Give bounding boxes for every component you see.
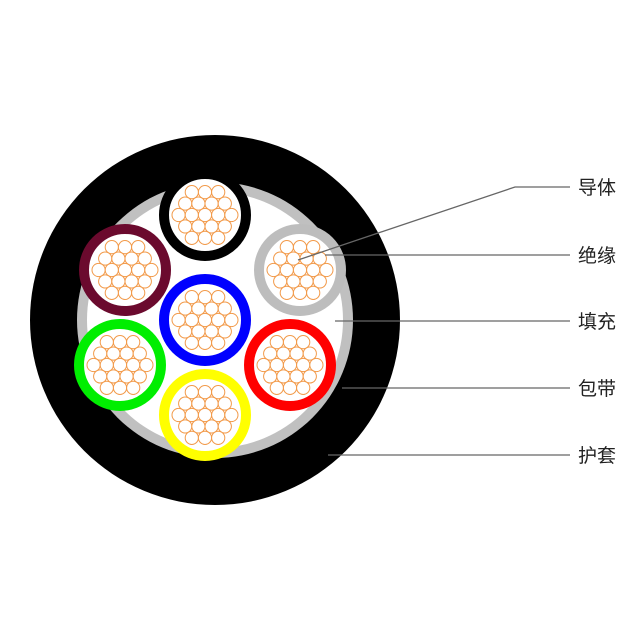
conductor-strand [211, 430, 226, 445]
conductor-strand [131, 285, 146, 300]
conductor-strand [211, 230, 226, 245]
conductor-strand [112, 380, 128, 395]
label-wrapping-tape: 包带 [578, 378, 617, 400]
conductor-strand [137, 274, 152, 289]
conductor-strand [139, 357, 154, 373]
conductor-strand [306, 240, 321, 255]
conductor-strand [99, 380, 114, 395]
conductor-strand [224, 407, 239, 423]
cores-group [74, 169, 346, 461]
label-conductor: 导体 [578, 177, 617, 199]
conductor-strand [269, 380, 284, 395]
conductor-strand [197, 430, 213, 445]
conductor-strand [312, 251, 327, 266]
conductor-strand [211, 335, 226, 350]
conductor-strand [217, 396, 232, 411]
conductor-strand [211, 385, 226, 400]
conductor-strand [282, 380, 298, 395]
core-maroon [79, 224, 171, 316]
conductor-strand [132, 369, 147, 384]
conductor-strand [279, 285, 294, 300]
conductor-strand [217, 301, 232, 316]
conductor-strand [296, 380, 311, 395]
leader-line-conductor [297, 186, 570, 261]
conductor-strand [224, 312, 239, 328]
conductor-strand [312, 274, 327, 289]
conductor-strand [217, 419, 232, 434]
conductor-strand [211, 185, 226, 200]
conductor-strand [144, 262, 159, 278]
core-red [244, 319, 336, 411]
conductor-strand [126, 380, 141, 395]
conductor-strand [302, 346, 317, 361]
core-gray [254, 224, 346, 316]
conductor-strand [184, 430, 199, 445]
conductor-strand [217, 324, 232, 339]
conductor-strand [319, 262, 334, 278]
conductor-strand [217, 219, 232, 234]
conductor-strand [224, 207, 239, 223]
conductor-strand [197, 230, 213, 245]
label-filler: 填充 [578, 311, 617, 333]
leader-lines [297, 186, 570, 456]
conductor-strand [292, 285, 308, 300]
conductor-strand [306, 285, 321, 300]
conductor-strand [197, 335, 213, 350]
conductor-strand [117, 285, 133, 300]
conductor-strand [184, 335, 199, 350]
label-insulation: 绝缘 [578, 245, 617, 267]
core-black [159, 169, 251, 261]
conductor-strand [217, 196, 232, 211]
conductor-strand [211, 290, 226, 305]
conductor-strand [126, 335, 141, 350]
conductor-strand [104, 285, 119, 300]
conductor-strand [296, 335, 311, 350]
conductor-strand [137, 251, 152, 266]
core-green [74, 319, 166, 411]
conductor-strand [132, 346, 147, 361]
conductor-strand [302, 369, 317, 384]
label-sheath: 护套 [578, 445, 617, 467]
core-blue [159, 274, 251, 366]
conductor-strand [184, 230, 199, 245]
conductor-strand [131, 240, 146, 255]
core-yellow [159, 369, 251, 461]
conductor-strand [309, 357, 324, 373]
